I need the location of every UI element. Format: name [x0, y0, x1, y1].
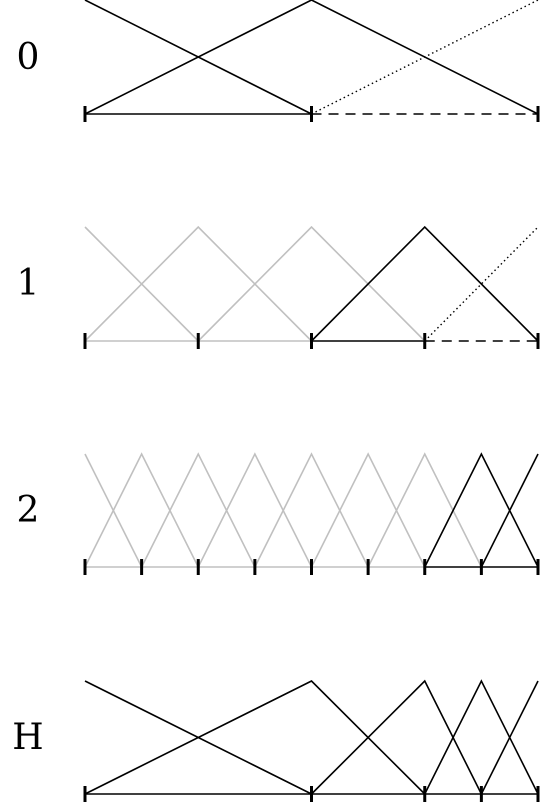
basis-function-2-4 — [254, 452, 369, 568]
basis-function-1-2 — [197, 225, 426, 342]
basis-function-2-5 — [310, 452, 426, 568]
basis-function-0-2 — [84, 0, 539, 115]
basis-function-2-6 — [367, 452, 483, 568]
basis-function-3-3 — [424, 679, 539, 795]
basis-function-2-1 — [84, 452, 199, 568]
basis-function-2-3 — [197, 452, 313, 568]
level-label-0: 0 — [16, 37, 40, 78]
basis-function-1-1 — [84, 225, 313, 342]
level-label-2: 2 — [16, 490, 40, 531]
basis-function-2-2 — [140, 452, 256, 568]
level-label-h: H — [12, 717, 44, 758]
basis-function-3-4 — [480, 680, 539, 795]
basis-function-1-4 — [310, 225, 539, 342]
basis-function-3-1 — [84, 680, 426, 795]
basis-function-2-7 — [424, 452, 539, 568]
basis-function-2-8 — [480, 453, 539, 568]
basis-function-3-2 — [310, 679, 483, 795]
level-label-1: 1 — [16, 263, 40, 304]
